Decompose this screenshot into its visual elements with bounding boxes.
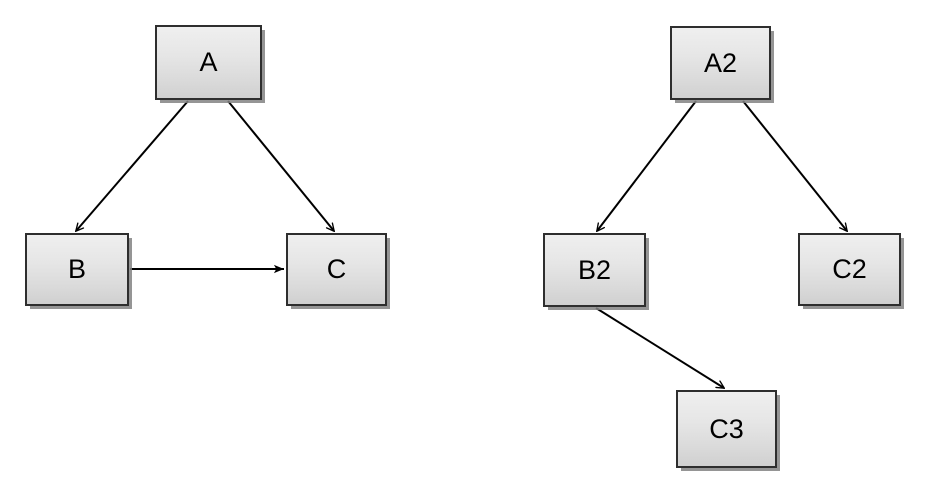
node-label: A2 — [703, 47, 738, 78]
node-label: B — [67, 254, 86, 284]
edge-a-to-b[interactable] — [76, 100, 189, 231]
node-b[interactable]: B — [25, 233, 129, 306]
edge-a2-to-c2[interactable] — [742, 100, 847, 231]
node-a2[interactable]: A2 — [670, 26, 771, 100]
node-a[interactable]: A — [155, 25, 262, 100]
node-label: C2 — [832, 254, 867, 284]
edge-a2-to-b2[interactable] — [597, 100, 697, 231]
node-c2[interactable]: C2 — [798, 233, 901, 306]
node-label: B2 — [577, 254, 612, 285]
node-label: C3 — [709, 413, 744, 444]
node-c3[interactable]: C3 — [676, 390, 777, 468]
edges-group — [76, 100, 847, 388]
edge-b2-to-c3[interactable] — [595, 307, 724, 388]
node-b2[interactable]: B2 — [543, 233, 646, 307]
node-label: A — [199, 47, 218, 77]
node-label: C — [326, 254, 347, 284]
node-c[interactable]: C — [286, 233, 387, 306]
edge-a-to-c[interactable] — [227, 100, 334, 231]
